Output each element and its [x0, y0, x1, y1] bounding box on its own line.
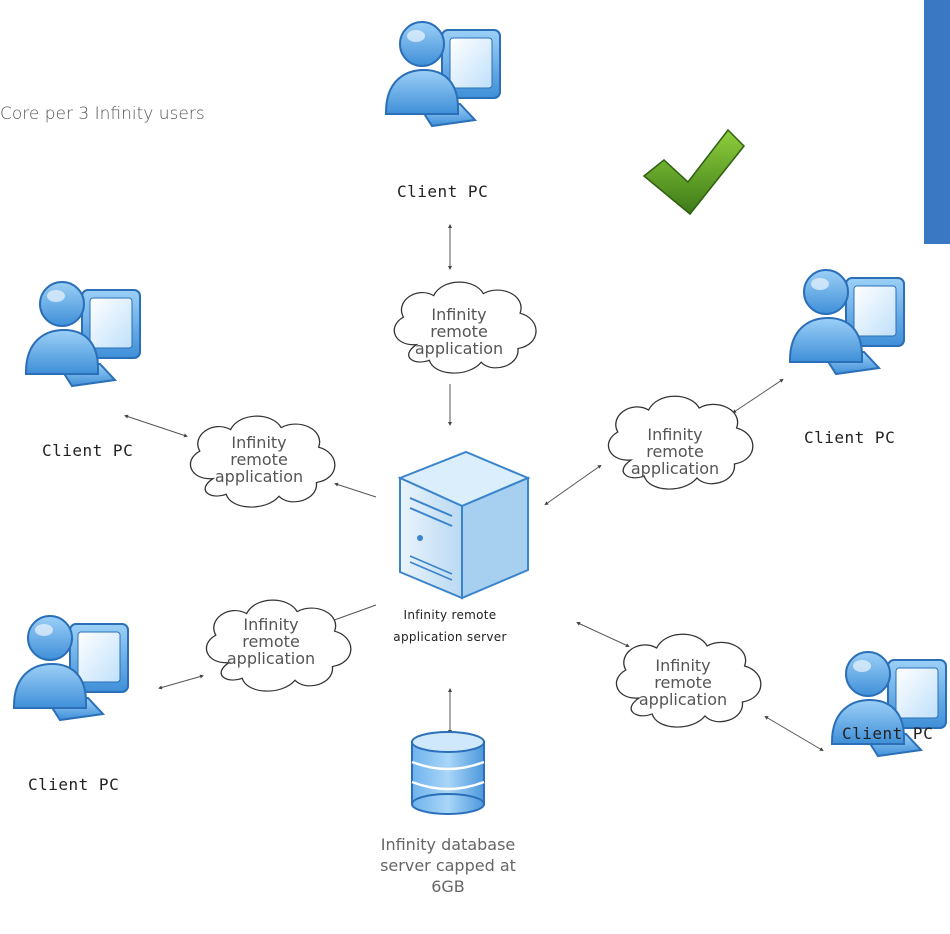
cloud-label-right-lower: Infinity remote application	[638, 656, 728, 709]
client-pc-icon-top	[385, 21, 501, 127]
connection-arrows	[124, 224, 824, 752]
database-label: Infinity database server capped at 6GB	[380, 835, 516, 896]
client-pc-label-right-lower: Client PC	[842, 724, 934, 743]
checkmark-icon	[642, 128, 746, 216]
cloud-label-left-lower: Infinity remote application	[226, 615, 316, 668]
client-pc-label-left-upper: Client PC	[42, 441, 134, 460]
client-pc-icon-right-upper	[789, 269, 905, 375]
cloud-label-left-upper: Infinity remote application	[214, 433, 304, 486]
accent-bar	[924, 0, 950, 244]
database-icon	[411, 731, 485, 815]
client-pc-label-top: Client PC	[397, 182, 489, 201]
server-tower-icon	[397, 450, 531, 600]
client-pc-label-right-upper: Client PC	[804, 428, 896, 447]
client-pc-icon-left-lower	[13, 615, 129, 721]
cloud-label-top: Infinity remote application	[414, 305, 504, 358]
client-pc-label-left-lower: Client PC	[28, 775, 120, 794]
server-label: Infinity remote application server	[393, 608, 507, 644]
header-note: Core per 3 Infinity users	[0, 104, 205, 124]
cloud-label-right-upper: Infinity remote application	[630, 425, 720, 478]
client-pc-icon-left-upper	[25, 281, 141, 387]
